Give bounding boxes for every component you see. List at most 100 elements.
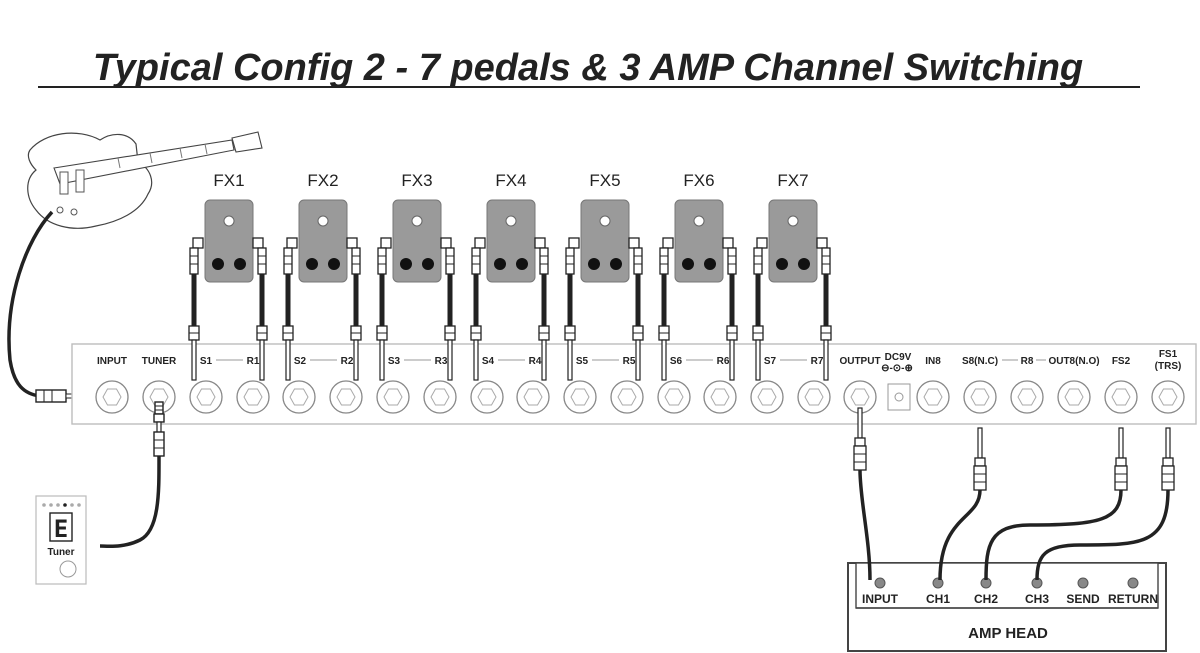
panel-jack[interactable] (423, 380, 457, 414)
amp-jack-input[interactable]: INPUT (862, 577, 899, 606)
panel-jack[interactable] (329, 380, 363, 414)
panel-jack[interactable] (963, 380, 997, 414)
amp-jack-ch3[interactable]: CH3 (1025, 577, 1049, 606)
panel-jack[interactable] (189, 380, 223, 414)
pedal-fx4: FX4 (470, 171, 550, 381)
send-cable (470, 237, 486, 381)
label-send-7: S7 (764, 356, 777, 367)
panel-jack[interactable] (516, 380, 550, 414)
send-cable (376, 237, 392, 381)
panel-jack[interactable] (236, 380, 270, 414)
panel-jack[interactable] (282, 380, 316, 414)
panel-jack[interactable] (1151, 380, 1185, 414)
panel-jack[interactable] (1104, 380, 1138, 414)
panel-jack[interactable] (843, 380, 877, 414)
amp-head: INPUT CH1 CH2 CH3 SEND RETURN AMP HEAD (847, 562, 1167, 652)
pedal-fx6: FX6 (658, 171, 738, 381)
panel-jack[interactable] (1057, 380, 1091, 414)
label-send-2: S2 (294, 356, 307, 367)
pedal-label: FX2 (307, 171, 338, 190)
panel-jack[interactable] (916, 380, 950, 414)
pedal-fx3: FX3 (376, 171, 456, 381)
return-cable (440, 237, 456, 381)
amp-jack-send[interactable]: SEND (1066, 577, 1100, 606)
return-cable (816, 237, 832, 381)
label-send-6: S6 (670, 356, 683, 367)
send-cable (282, 237, 298, 381)
panel-jack[interactable] (1010, 380, 1044, 414)
pedal-fx1: FX1 (188, 171, 268, 381)
return-cable (252, 237, 268, 381)
amp-jack-return[interactable]: RETURN (1108, 577, 1158, 606)
amp-jack-label: RETURN (1108, 592, 1158, 606)
panel-jack[interactable] (376, 380, 410, 414)
panel-jack[interactable] (95, 380, 129, 414)
label-send-5: S5 (576, 356, 589, 367)
label-in8: IN8 (925, 356, 941, 367)
panel-jack[interactable] (610, 380, 644, 414)
amp-jack-label: INPUT (862, 592, 899, 606)
label-dc: DC9V (885, 352, 912, 363)
panel-jack[interactable] (750, 380, 784, 414)
label-dc-symbol: ⊖-⊙-⊕ (881, 363, 913, 374)
pedal-fx5: FX5 (564, 171, 644, 381)
pedal-fx7: FX7 (752, 171, 832, 381)
label-send-4: S4 (482, 356, 495, 367)
amp-jack-label: SEND (1066, 592, 1100, 606)
label-send-3: S3 (388, 356, 401, 367)
guitar-cable (7, 210, 54, 398)
label-input: INPUT (97, 356, 127, 367)
pedal-label: FX1 (213, 171, 244, 190)
tuner-footswitch[interactable] (59, 560, 77, 578)
cable-fs2-to-ch2 (984, 427, 1128, 581)
tuner-display: E (54, 515, 68, 543)
label-fs2: FS2 (1112, 356, 1131, 367)
label-return-3: R3 (435, 356, 448, 367)
panel-jack[interactable] (563, 380, 597, 414)
send-cable (752, 237, 768, 381)
pedal-fx2: FX2 (282, 171, 362, 381)
cable-output-to-amp-input (853, 407, 872, 581)
label-fs1-trs: (TRS) (1155, 361, 1182, 372)
panel-jack[interactable] (657, 380, 691, 414)
tuner-label: Tuner (47, 547, 74, 558)
label-s8: S8(N.C) (962, 356, 998, 367)
return-cable (628, 237, 644, 381)
panel-jack[interactable] (797, 380, 831, 414)
label-return-7: R7 (811, 356, 824, 367)
pedal-label: FX5 (589, 171, 620, 190)
pedal-label: FX6 (683, 171, 714, 190)
label-tuner: TUNER (142, 356, 177, 367)
amp-jack-label: CH2 (974, 592, 998, 606)
amp-jack-ch1[interactable]: CH1 (926, 577, 950, 606)
guitar-icon (27, 131, 263, 229)
label-return-6: R6 (717, 356, 730, 367)
return-cable (722, 237, 738, 381)
pedal-label: FX3 (401, 171, 432, 190)
label-r8: R8 (1021, 356, 1034, 367)
panel-jack[interactable] (703, 380, 737, 414)
tuner-cable (99, 453, 161, 548)
cable-s8-to-ch1 (938, 427, 987, 581)
amp-jack-label: CH3 (1025, 592, 1049, 606)
label-send-1: S1 (200, 356, 213, 367)
amp-jack-label: CH1 (926, 592, 950, 606)
return-cable (534, 237, 550, 381)
switcher-panel (71, 343, 1197, 425)
amp-title: AMP HEAD (968, 625, 1048, 642)
cable-fs1-to-ch3 (1035, 427, 1175, 581)
label-return-4: R4 (529, 356, 542, 367)
tuner-device: E Tuner (35, 495, 87, 585)
pedal-label: FX4 (495, 171, 526, 190)
send-cable (658, 237, 674, 381)
label-return-5: R5 (623, 356, 636, 367)
return-cable (346, 237, 362, 381)
label-out8: OUT8(N.O) (1048, 356, 1099, 367)
send-cable (564, 237, 580, 381)
panel-jack[interactable] (470, 380, 504, 414)
pedal-label: FX7 (777, 171, 808, 190)
send-cable (188, 237, 204, 381)
diagram-title: Typical Config 2 - 7 pedals & 3 AMP Chan… (93, 47, 1083, 89)
label-return-1: R1 (247, 356, 260, 367)
